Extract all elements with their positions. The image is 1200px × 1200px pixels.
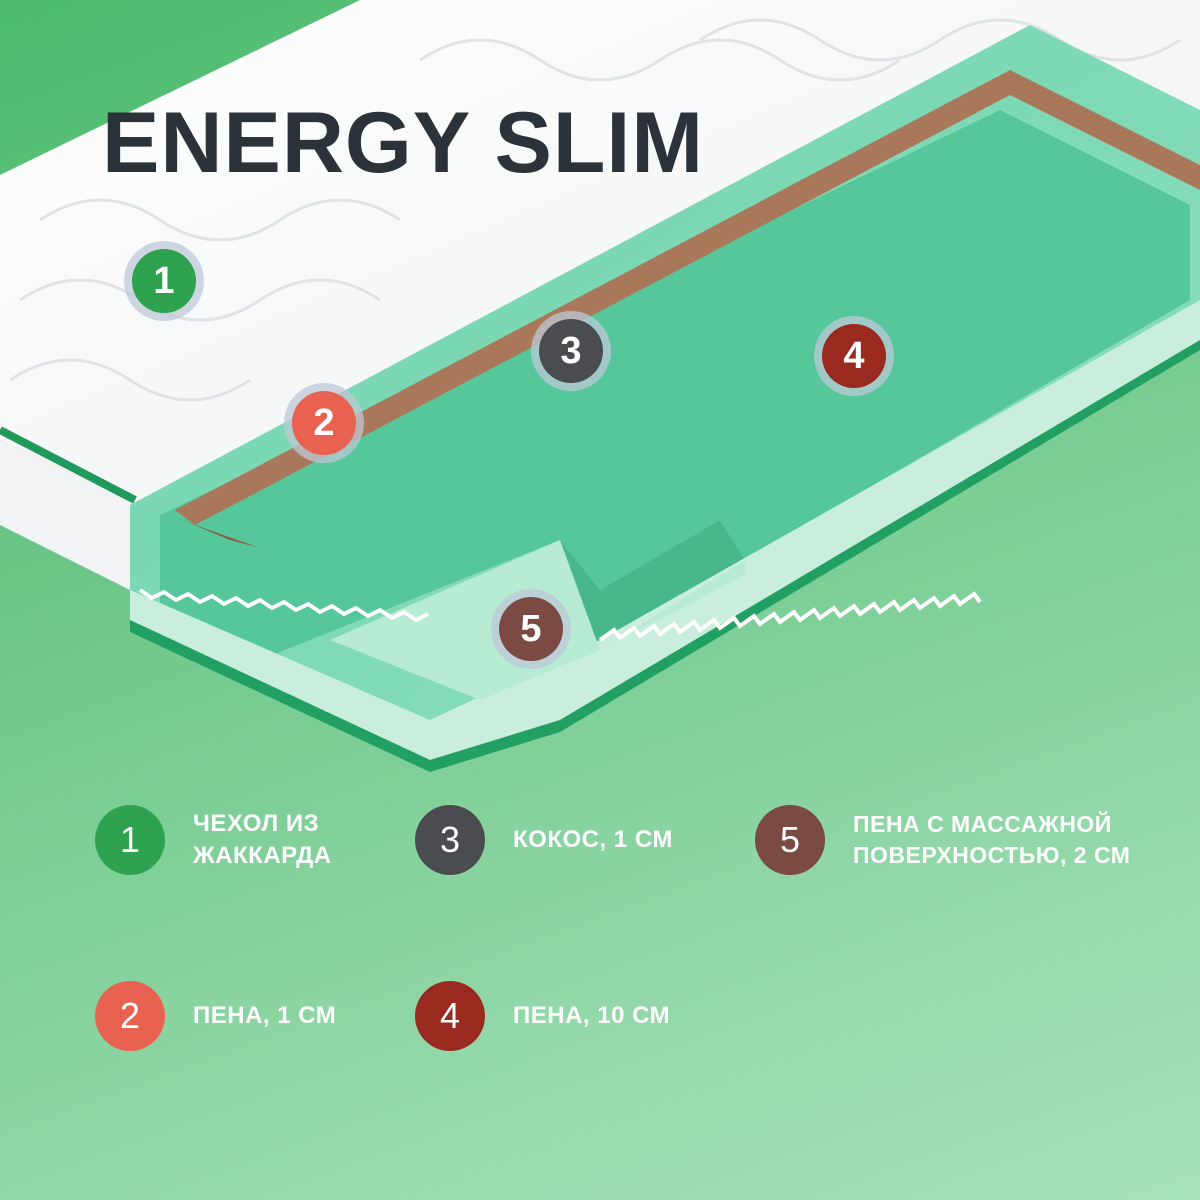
layer-marker-3-circle: 3 [539,319,603,383]
layer-marker-5-number: 5 [520,607,542,650]
layer-marker-4-number: 4 [843,334,865,377]
layer-marker-5: 5 [491,589,571,669]
legend-label-2: ПЕНА, 1 СМ [193,1001,337,1029]
layer-marker-2-number: 2 [313,401,335,444]
layer-marker-3-number: 3 [560,329,582,372]
legend-label-5: ПЕНА С МАССАЖНОЙ ПОВЕРХНОСТЬЮ, 2 СМ [853,810,1131,868]
layer-marker-2: 2 [284,383,364,463]
legend-label-4: ПЕНА, 10 СМ [513,1001,671,1029]
cover-piping [0,426,137,504]
legend-item-4: 4 ПЕНА, 10 СМ [415,981,670,1051]
product-title: ENERGY SLIM [102,95,704,191]
layer-marker-2-circle: 2 [292,391,356,455]
legend-item-5: 5 ПЕНА С МАССАЖНОЙ ПОВЕРХНОСТЬЮ, 2 СМ [755,805,1130,875]
layer-marker-4: 4 [814,316,894,396]
layer-marker-5-circle: 5 [499,597,563,661]
legend-number-5: 5 [755,805,825,875]
coconut-layer [175,70,1200,525]
layer-marker-1-circle: 1 [132,249,196,313]
legend-number-3: 3 [415,805,485,875]
legend-label-1: ЧЕХОЛ ИЗ ЖАККАРДА [193,809,332,869]
legend-label-3: КОКОС, 1 СМ [513,825,673,853]
layer-marker-1: 1 [124,241,204,321]
legend-number-1: 1 [95,805,165,875]
legend-item-1: 1 ЧЕХОЛ ИЗ ЖАККАРДА [95,805,332,875]
zigzag-edge [138,588,982,642]
legend-number-4: 4 [415,981,485,1051]
legend-number-2: 2 [95,981,165,1051]
foam-step [560,520,745,650]
legend-item-3: 3 КОКОС, 1 СМ [415,805,673,875]
layer-marker-4-circle: 4 [822,324,886,388]
legend-item-2: 2 ПЕНА, 1 СМ [95,981,336,1051]
layer-marker-3: 3 [531,311,611,391]
layer-marker-1-number: 1 [153,259,175,302]
cover-side [0,440,140,590]
foam-block [160,110,1190,660]
